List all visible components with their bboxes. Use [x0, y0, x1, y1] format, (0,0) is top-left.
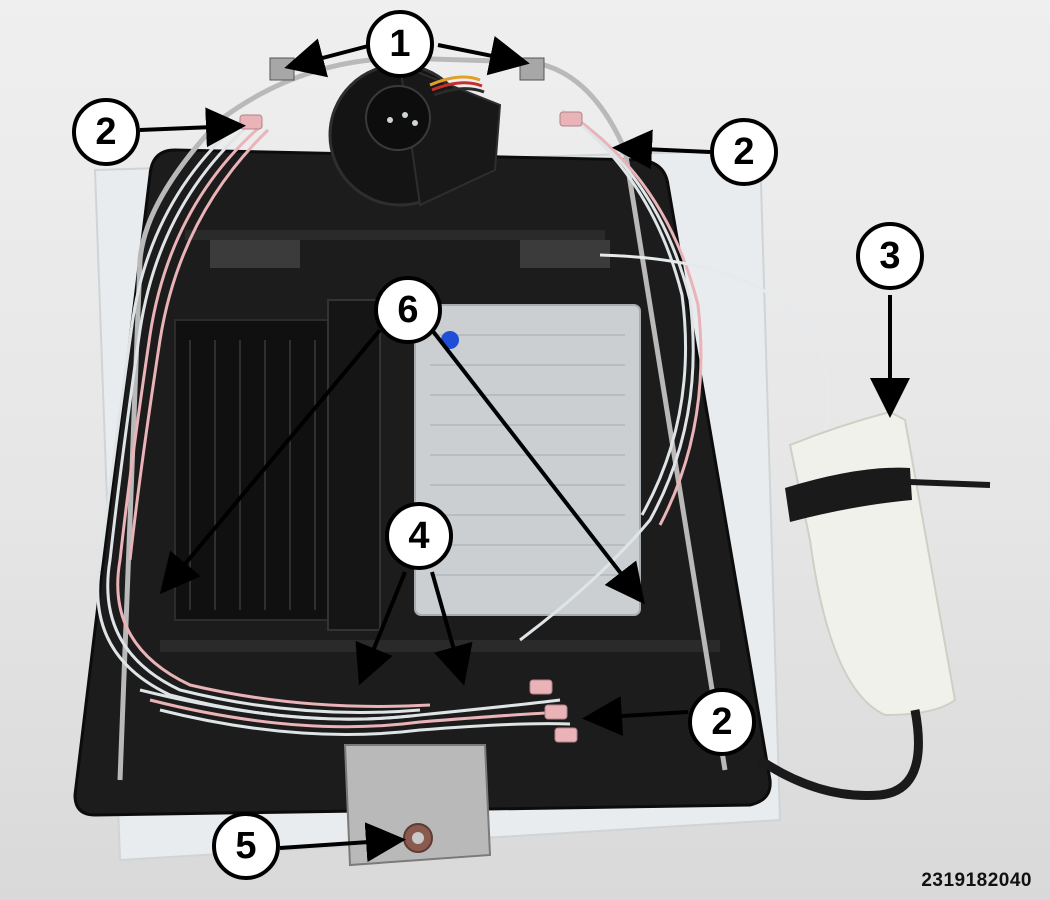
tube-harness-bottom: [139, 688, 571, 736]
callout-2-top-left: 2: [72, 98, 140, 166]
frame-rib: [160, 640, 720, 652]
blower-hub: [365, 85, 431, 151]
bracket-bolt-center: [412, 832, 424, 844]
tube-connectors: [239, 111, 583, 743]
motor-wires: [429, 75, 485, 97]
valve-block-side: [327, 299, 381, 631]
heater-pad: [788, 410, 957, 717]
frame-window: [520, 240, 610, 268]
callout-6: 6: [374, 276, 442, 344]
blower-screw: [402, 112, 408, 118]
callout-4: 4: [385, 502, 453, 570]
tube-to-heater: [599, 253, 831, 431]
heater-fastener: [909, 479, 991, 488]
figure-id-label: 2319182040: [921, 870, 1032, 891]
callout-2-bottom-right: 2: [688, 688, 756, 756]
heater-strap: [785, 467, 912, 522]
blower-screw: [412, 120, 418, 126]
leader-arrows: [139, 36, 910, 863]
callout-2-top-right: 2: [710, 118, 778, 186]
frame-rib: [185, 230, 605, 240]
callout-3: 3: [856, 222, 924, 290]
blower-screw: [387, 117, 393, 123]
frame-window: [210, 240, 300, 268]
top-clip-left: [269, 57, 295, 81]
heater-cable: [757, 709, 923, 801]
callout-5: 5: [212, 812, 280, 880]
callout-1: 1: [366, 10, 434, 78]
air-bladder-cells: [430, 334, 625, 576]
top-clip-right: [519, 57, 545, 81]
